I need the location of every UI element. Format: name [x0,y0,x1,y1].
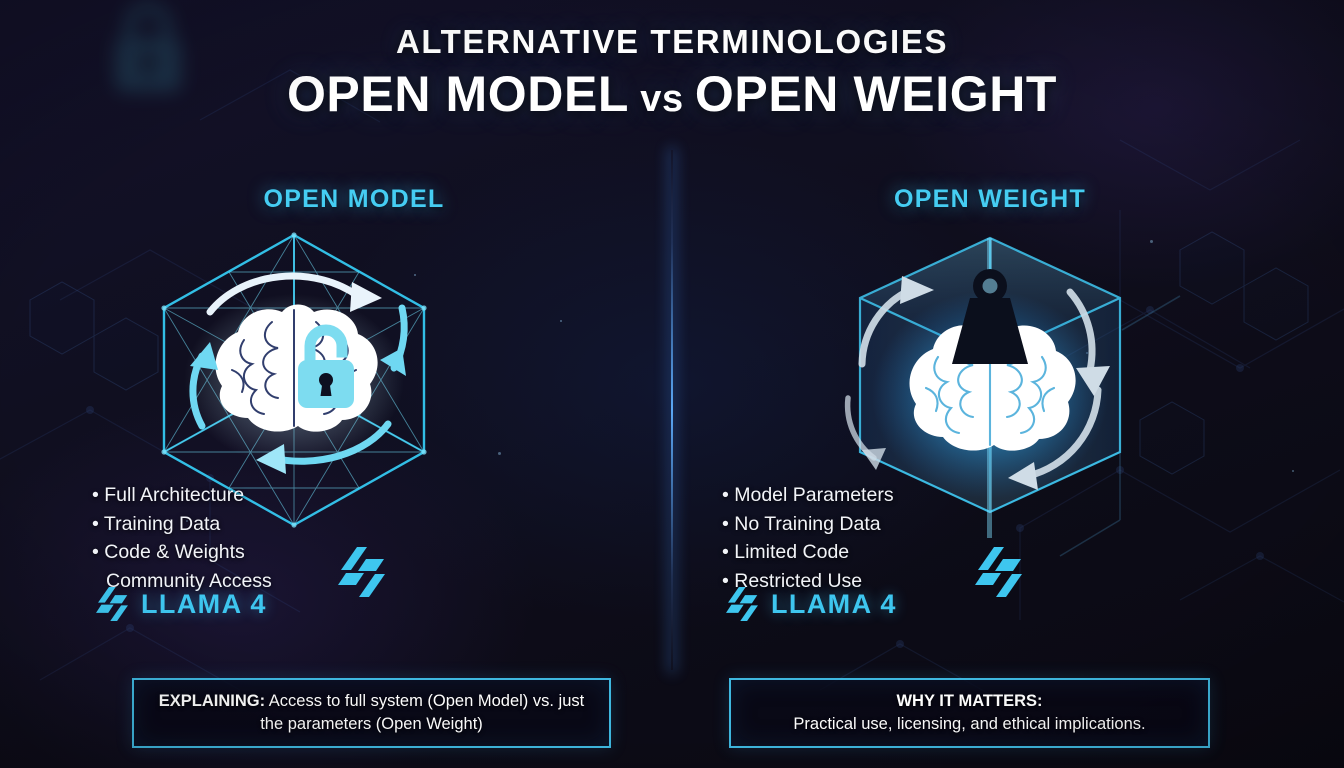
feature-list-open-weight: Model Parameters No Training Data Limite… [722,481,894,596]
brand-lockup-llama-left: LLAMA 4 [96,586,267,622]
brand-lockup-llama-right: LLAMA 4 [726,586,897,622]
caption-box-explaining: EXPLAINING: Access to full system (Open … [132,678,611,748]
caption-body: Practical use, licensing, and ethical im… [793,715,1146,733]
column-heading-open-model: OPEN MODEL [263,185,445,213]
page-title-part-one: OPEN MODEL [286,66,630,123]
caption-lead: EXPLAINING: [158,691,266,710]
brand-label: LLAMA 4 [141,588,267,619]
caption-box-why-it-matters: WHY IT MATTERS: Practical use, licensing… [729,678,1210,748]
list-item: No Training Data [722,510,894,539]
page-title: OPEN MODEL vs OPEN WEIGHT [0,68,1344,121]
page-title-vs: vs [640,78,684,121]
title-eyebrow: ALTERNATIVE TERMINOLOGIES [395,23,949,60]
llama-logo-icon [338,547,385,597]
list-item: Full Architecture [92,481,272,510]
llama-logo-icon [975,547,1022,597]
unlocked-padlock-icon [298,324,354,408]
llama-logo-icon [96,587,128,621]
feature-list-open-model: Full Architecture Training Data Code & W… [92,481,272,596]
page-title-part-two: OPEN WEIGHT [694,66,1058,123]
caption-text: EXPLAINING: Access to full system (Open … [134,690,609,737]
list-item: Model Parameters [722,481,893,510]
llama-logo-icon [726,587,758,621]
brand-label: LLAMA 4 [771,588,897,619]
list-item: Training Data [92,510,272,539]
column-heading-open-weight: OPEN WEIGHT [893,185,1087,213]
caption-body: Access to full system (Open Model) vs. j… [260,691,585,733]
caption-lead: WHY IT MATTERS: [896,691,1043,710]
page-title-block: ALTERNATIVE TERMINOLOGIES OPEN MODEL vs … [0,23,1344,121]
caption-text: WHY IT MATTERS: Practical use, licensing… [779,690,1159,737]
list-item: Limited Code [722,538,894,567]
list-item: Code & Weights [92,538,272,567]
